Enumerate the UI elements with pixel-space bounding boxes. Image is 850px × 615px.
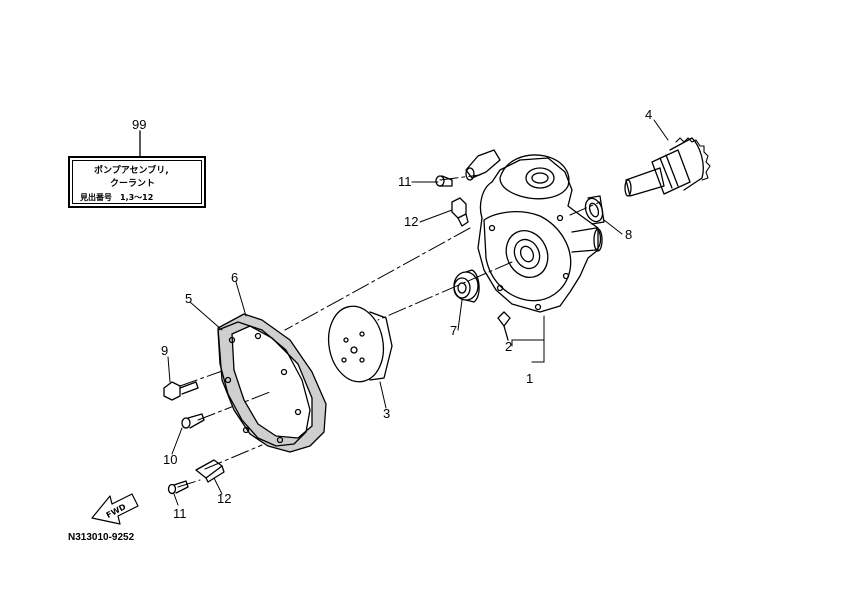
screw-part-11-bottom bbox=[167, 480, 189, 495]
legend-line-2: クーラント bbox=[110, 179, 156, 189]
callout-6: 6 bbox=[231, 270, 239, 285]
dowel-part-2 bbox=[497, 311, 511, 341]
callout-1: 1 bbox=[526, 371, 534, 386]
legend-line-1: ポンプアセンブリ, bbox=[94, 166, 169, 176]
callout-2: 2 bbox=[505, 339, 513, 354]
oil-seal-part-8 bbox=[584, 195, 605, 225]
callout-10: 10 bbox=[163, 452, 178, 467]
callout-99: 99 bbox=[132, 117, 147, 132]
callout-12-top: 12 bbox=[404, 214, 419, 229]
callout-12-bottom: 12 bbox=[217, 491, 232, 506]
stud-part-12-top bbox=[451, 197, 469, 227]
mechanical-seal-part-7 bbox=[453, 269, 480, 303]
fwd-arrow bbox=[91, 493, 139, 525]
pump-body-part-1 bbox=[465, 149, 603, 313]
legend-line-3: 見出番号 1,3〜12 bbox=[80, 193, 154, 202]
stud-part-12-bottom bbox=[195, 459, 225, 483]
part-code: N313010-9252 bbox=[68, 532, 135, 543]
shaft-gear-part-4 bbox=[624, 137, 711, 197]
callout-3: 3 bbox=[383, 406, 391, 421]
fwd-label: FWD bbox=[105, 502, 128, 520]
gasket-part-6 bbox=[217, 313, 327, 453]
legend-box-99: ポンプアセンブリ, クーラント 見出番号 1,3〜12 bbox=[68, 156, 206, 208]
cover-plate-part-5 bbox=[217, 321, 311, 447]
screw-part-10 bbox=[181, 413, 205, 429]
callout-11-top: 11 bbox=[398, 174, 412, 189]
callout-9: 9 bbox=[161, 343, 169, 358]
callout-11-bottom: 11 bbox=[173, 506, 187, 521]
callout-8: 8 bbox=[625, 227, 633, 242]
leader-lines bbox=[167, 119, 669, 506]
impeller-part-3 bbox=[327, 305, 393, 383]
screw-part-11-top bbox=[435, 175, 453, 187]
callout-5: 5 bbox=[185, 291, 193, 306]
callout-4: 4 bbox=[645, 107, 653, 122]
legend-inner-frame bbox=[72, 160, 202, 204]
bolt-part-9 bbox=[163, 381, 199, 401]
callout-7: 7 bbox=[450, 323, 458, 338]
